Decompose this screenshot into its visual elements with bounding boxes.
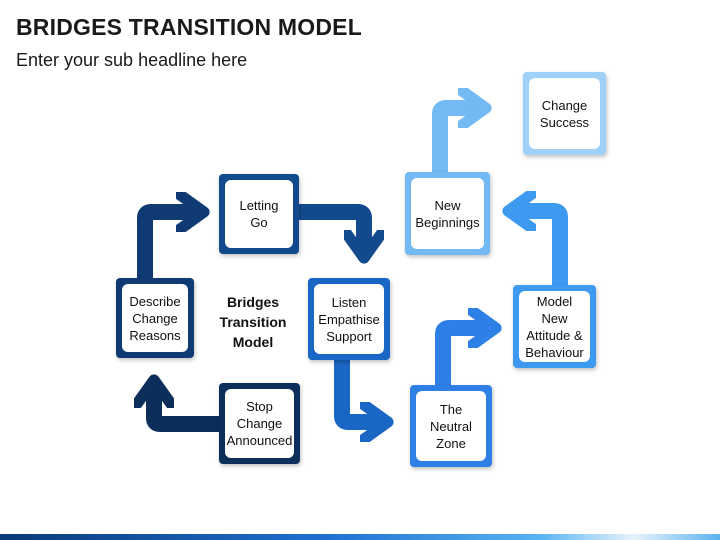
node-label: Model New Attitude & Behaviour [519,291,590,362]
bottom-accent-bar [0,534,720,540]
arrow-model-to-beginnings [516,211,568,288]
node-label: Describe Change Reasons [122,284,188,352]
center-model-label: Bridges Transition Model [219,294,287,350]
arrow-beginnings-to-success [432,108,478,175]
node-change-success: Change Success [523,72,606,155]
arrow-letting-go-to-listen [298,204,364,250]
arrow-describe-to-letting-go [137,212,196,280]
node-model-new-attitude-behaviour: Model New Attitude & Behaviour [513,285,596,368]
node-label: Change Success [529,78,600,149]
node-letting-go: Letting Go [219,174,299,254]
node-describe-change-reasons: Describe Change Reasons [116,278,194,358]
node-label: Listen Empathise Support [314,284,384,354]
page-subtitle: Enter your sub headline here [16,50,248,70]
node-label: Stop Change Announced [225,389,294,458]
node-label: New Beginnings [411,178,484,249]
page-title: BRIDGES TRANSITION MODEL [16,14,362,40]
arrow-stop-to-describe [154,388,222,432]
node-new-beginnings: New Beginnings [405,172,490,255]
node-listen-empathise-support: Listen Empathise Support [308,278,390,360]
arrow-neutral-to-model [435,328,488,386]
node-the-neutral-zone: The Neutral Zone [410,385,492,467]
node-label: The Neutral Zone [416,391,486,461]
node-stop-change-announced: Stop Change Announced [219,383,300,464]
node-label: Letting Go [225,180,293,248]
arrow-listen-to-neutral [334,358,380,422]
